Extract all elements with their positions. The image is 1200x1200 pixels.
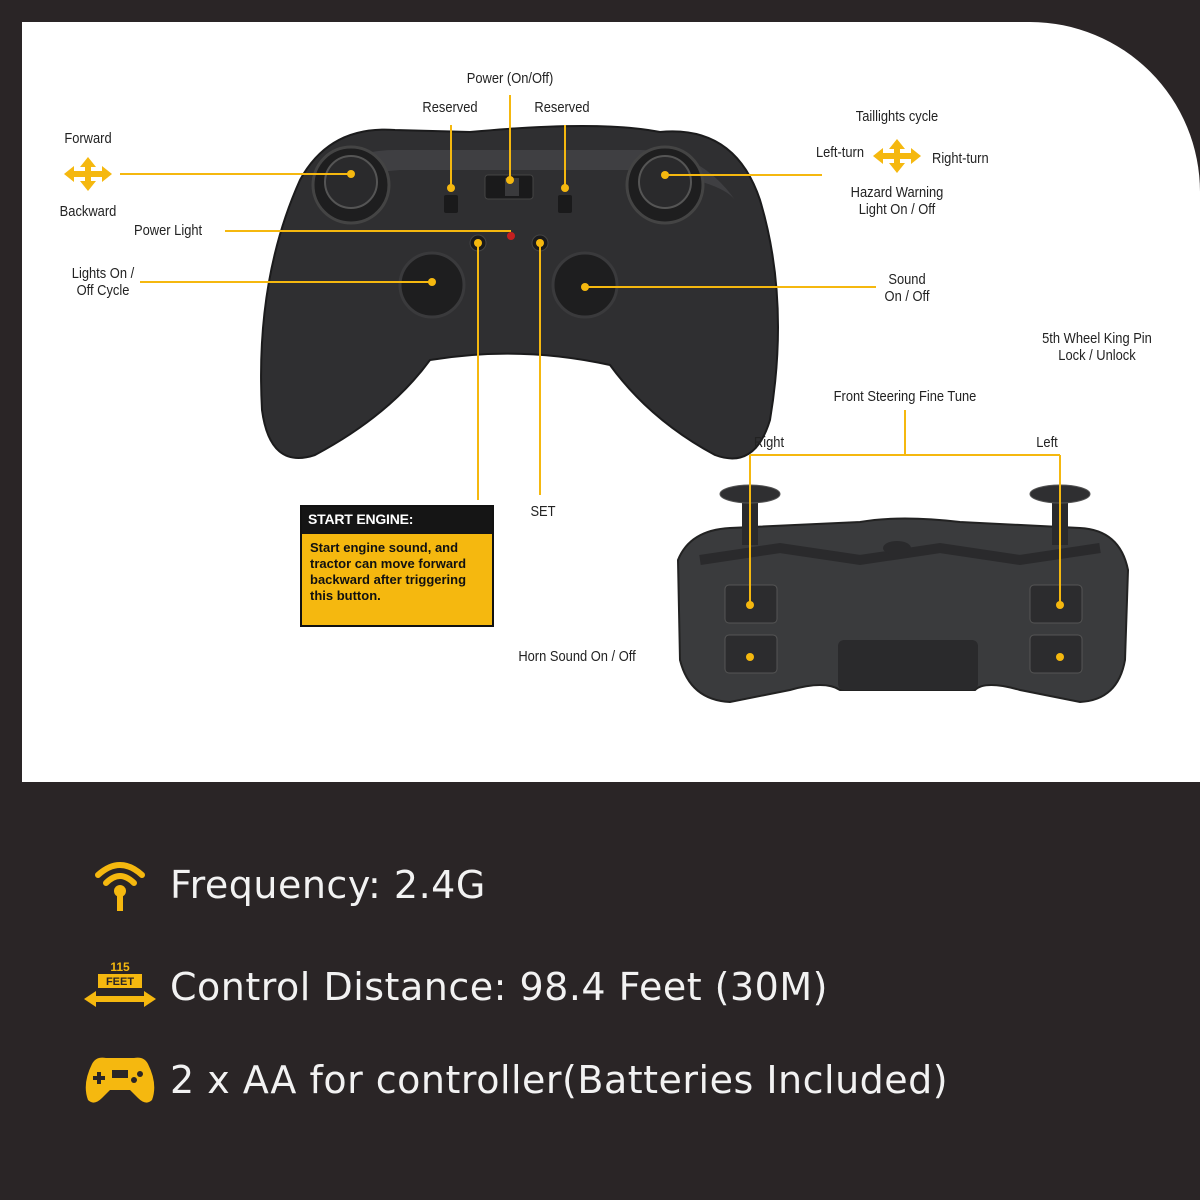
spec-frequency-text: Frequency: 2.4G (170, 863, 486, 907)
spec-frequency: Frequency: 2.4G (80, 850, 486, 920)
label-front-steering: Front Steering Fine Tune (833, 388, 977, 405)
forward-backward-arrows-icon (64, 157, 112, 191)
start-engine-body: Start engine sound, and tractor can move… (310, 540, 467, 603)
gamepad-icon (80, 1050, 160, 1110)
label-reserved-left: Reserved (422, 99, 478, 116)
distance-icon-unit: FEET (106, 976, 134, 988)
label-right-turn: Right-turn (932, 150, 989, 167)
label-lights: Lights On /Off Cycle (71, 265, 135, 299)
callout-dots (347, 170, 669, 291)
label-horn: Horn Sound On / Off (518, 648, 636, 665)
distance-arrow-icon: 115 FEET (80, 957, 160, 1017)
label-backward: Backward (59, 203, 117, 220)
distance-icon-number: 115 (110, 960, 130, 974)
label-right: Right (753, 434, 785, 451)
diagram-card: Power (On/Off) Reserved Reserved Forward… (22, 22, 1200, 782)
wifi-signal-icon (80, 855, 160, 915)
turn-arrows-icon (873, 139, 921, 173)
label-left: Left (1036, 434, 1058, 451)
side-callout-dots (746, 601, 1064, 661)
spec-batteries: 2 x AA for controller(Batteries Included… (80, 1045, 948, 1115)
spec-batteries-text: 2 x AA for controller(Batteries Included… (170, 1058, 949, 1102)
label-forward: Forward (64, 130, 112, 147)
spec-distance: 115 FEET Control Distance: 98.4 Feet (30… (80, 952, 828, 1022)
controller-front (260, 125, 779, 460)
label-reserved-right: Reserved (534, 99, 590, 116)
label-power-light: Power Light (134, 222, 203, 239)
label-taillights: Taillights cycle (855, 108, 939, 125)
spec-distance-text: Control Distance: 98.4 Feet (30M) (170, 965, 828, 1009)
controller-diagram (64, 95, 1130, 704)
label-left-turn: Left-turn (815, 144, 864, 161)
callout-lines (120, 95, 876, 500)
start-engine-title: START ENGINE: (302, 507, 492, 534)
start-engine-note: START ENGINE: Start engine sound, and tr… (300, 505, 494, 627)
specs-section: Frequency: 2.4G 115 FEET Control Distanc… (0, 800, 1200, 1200)
label-set: SET (530, 503, 556, 520)
label-power: Power (On/Off) (466, 70, 554, 87)
side-callout-lines (749, 410, 1061, 605)
